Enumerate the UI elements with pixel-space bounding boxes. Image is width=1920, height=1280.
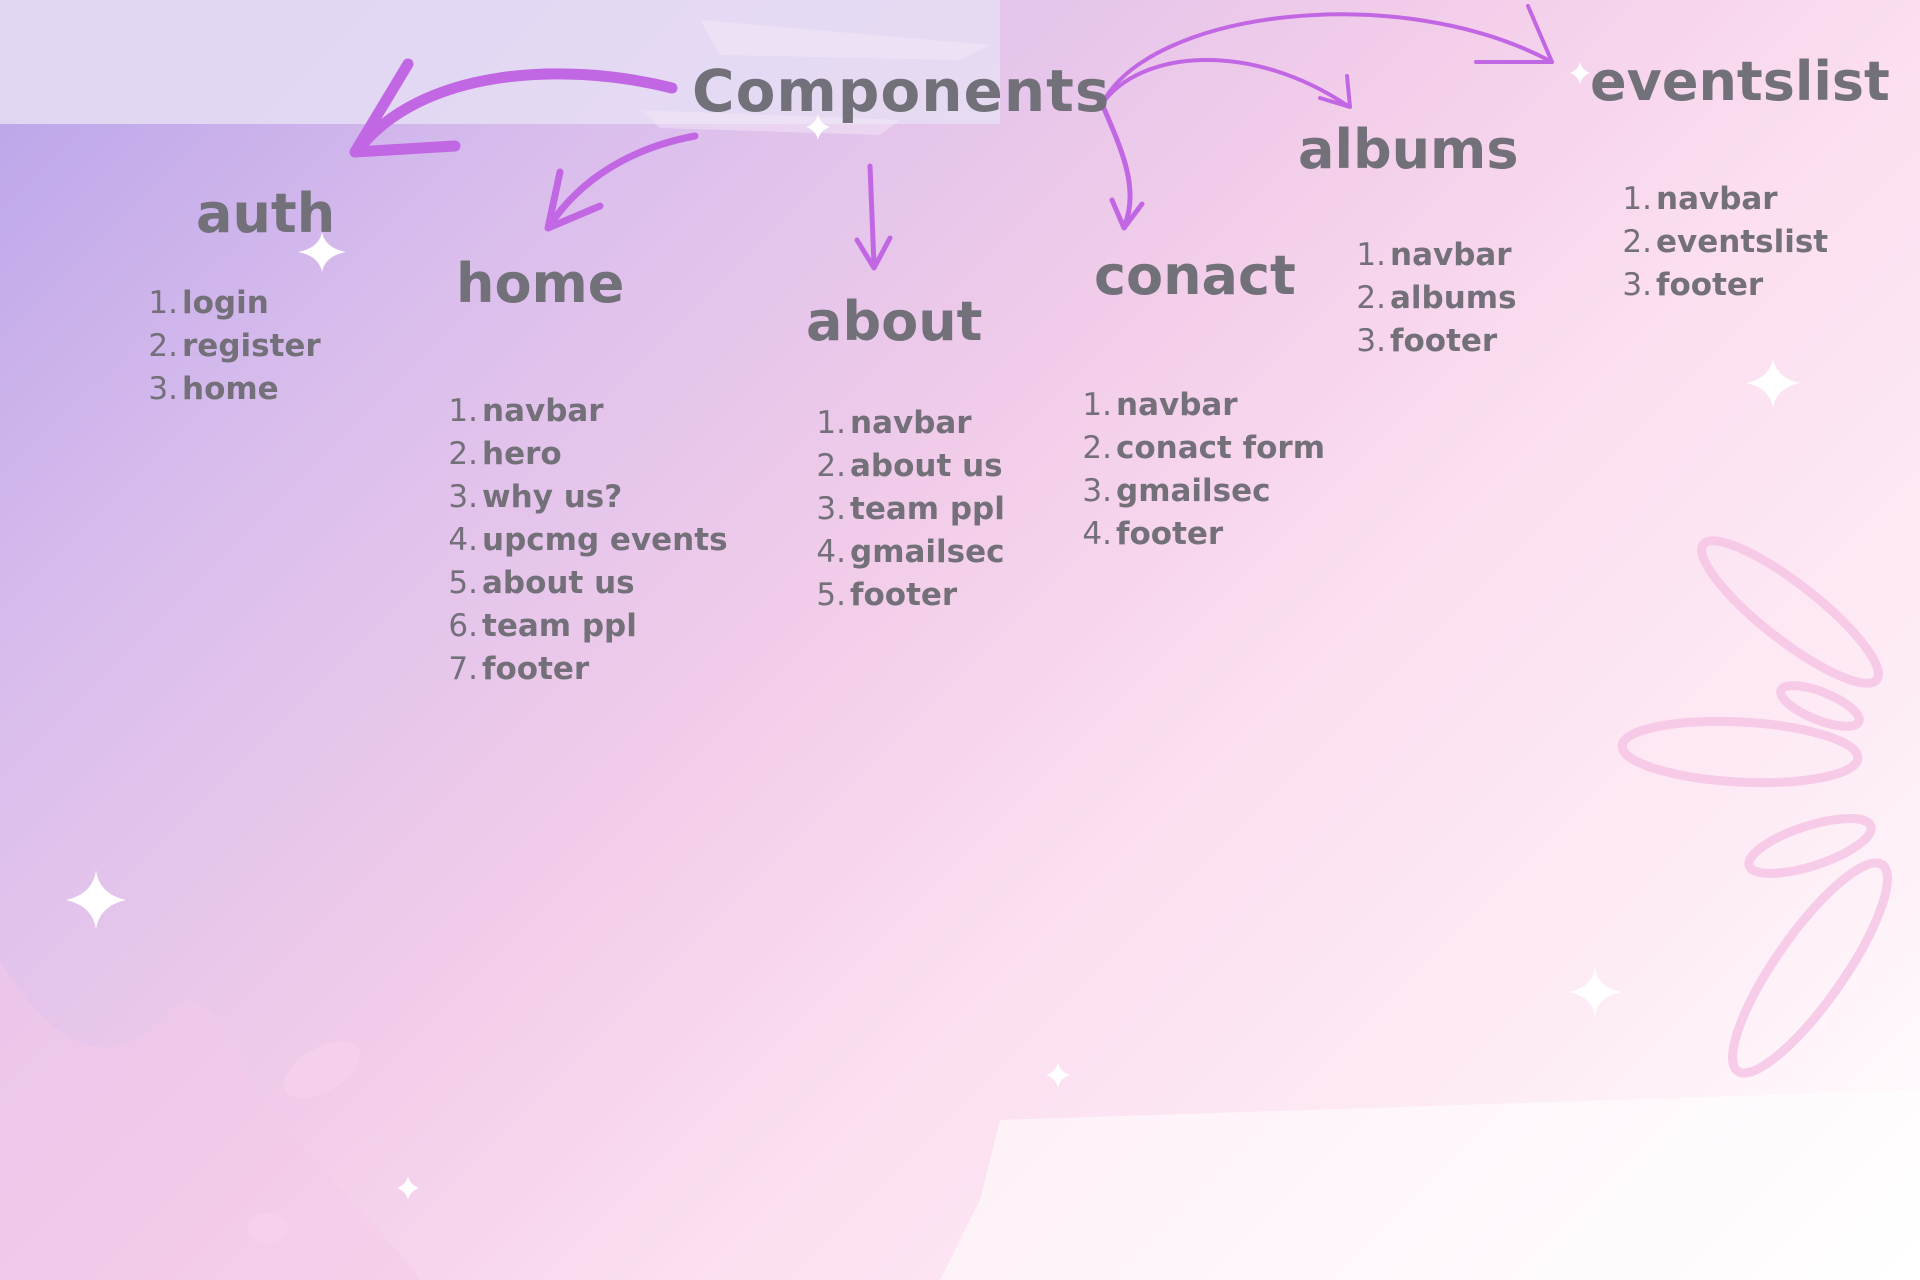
arrow-to-about-head [854,235,893,271]
section-title-auth: auth [196,182,336,245]
list-item: 4.upcmg events [448,522,728,558]
arrow-to-albums [1100,58,1350,108]
arrow-to-about [867,163,877,268]
list-item: 1.login [148,285,269,321]
arrow-to-home-head [544,168,604,232]
list-item: 1.navbar [1082,387,1238,423]
list-item: 2.hero [448,436,562,472]
section-list-eventslist: 1.navbar 2.eventslist 3.footer [1618,178,1828,307]
list-item: 5.footer [816,577,958,613]
list-item: 1.navbar [1356,237,1512,273]
diagram-title: Components [692,57,1111,125]
list-item: 2.albums [1356,280,1517,316]
list-item: 3.team ppl [816,491,1005,527]
arrow-to-eventslist-head [1474,4,1554,64]
list-item: 3.why us? [448,479,623,515]
list-item: 1.navbar [448,393,604,429]
section-list-conact: 1.navbar 2.conact form 3.gmailsec 4.foot… [1078,384,1325,556]
list-item: 2.about us [816,448,1003,484]
list-item: 1.navbar [1622,181,1778,217]
arrow-to-eventslist [1100,12,1554,106]
section-title-home: home [456,252,625,315]
list-item: 5.about us [448,565,635,601]
section-title-about: about [806,290,983,353]
section-title-conact: conact [1094,244,1296,307]
list-item: 3.footer [1622,267,1764,303]
arrow-to-conact [1099,101,1133,230]
section-list-auth: 1.login 2.register 3.home [144,282,321,411]
list-item: 2.conact form [1082,430,1326,466]
list-item: 4.gmailsec [816,534,1005,570]
list-item: 3.home [148,371,279,407]
list-item: 6.team ppl [448,608,637,644]
section-title-eventslist: eventslist [1590,50,1890,113]
arrow-to-auth [352,68,678,156]
list-item: 2.eventslist [1622,224,1829,260]
list-item: 3.footer [1356,323,1498,359]
list-item: 7.footer [448,651,590,687]
list-item: 3.gmailsec [1082,473,1271,509]
list-item: 2.register [148,328,321,364]
list-item: 4.footer [1082,516,1224,552]
section-list-albums: 1.navbar 2.albums 3.footer [1352,234,1517,363]
arrow-to-conact-head [1109,197,1145,231]
section-title-albums: albums [1298,118,1519,181]
list-item: 1.navbar [816,405,972,441]
arrow-to-auth-head [349,58,461,158]
section-list-about: 1.navbar 2.about us 3.team ppl 4.gmailse… [812,402,1005,617]
arrow-to-albums-head [1318,74,1352,109]
section-list-home: 1.navbar 2.hero 3.why us? 4.upcmg events… [444,390,728,691]
arrow-to-home [546,132,699,229]
